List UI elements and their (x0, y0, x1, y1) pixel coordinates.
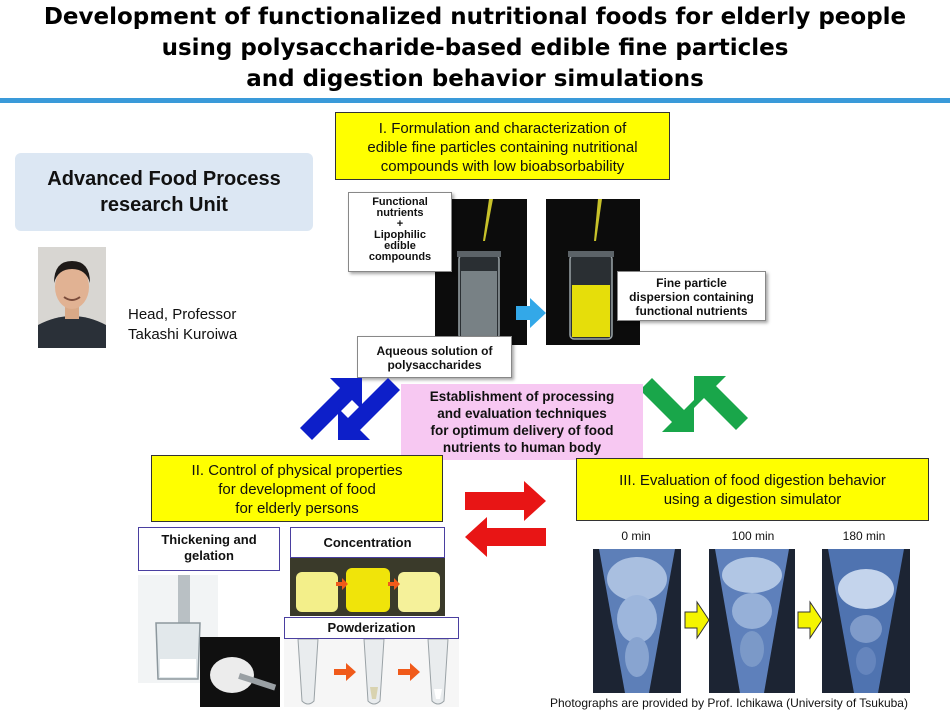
head-name: Takashi Kuroiwa (128, 326, 238, 343)
page-title: Development of functionalized nutritiona… (0, 2, 950, 95)
label-line: Functional (372, 196, 428, 208)
label-line: nutrients (376, 207, 424, 219)
time-label-100: 100 min (731, 529, 775, 543)
thickening-label: Thickening and gelation (138, 527, 280, 571)
cyan-right-arrow (516, 298, 546, 328)
label-line: compounds (368, 251, 432, 263)
label-line: edible (384, 240, 416, 252)
concentration-photo (290, 558, 445, 616)
section-2-box: II. Control of physical properties for d… (151, 455, 443, 522)
blue-arrows-icon (300, 378, 400, 440)
label-line: functional nutrients (635, 304, 748, 318)
label-line: Thickening and (161, 532, 257, 547)
digestion-photo-0 (593, 549, 681, 693)
center-line-2: and evaluation techniques (437, 406, 607, 421)
unit-name-box: Advanced Food Process research Unit (15, 153, 313, 231)
center-line-4: nutrients to human body (442, 440, 602, 455)
title-line-2: using polysaccharide-based edible fine p… (161, 35, 789, 61)
digestion-photo-180 (822, 549, 910, 693)
section-2-line-3: for elderly persons (235, 500, 359, 517)
yellow-arrow-2 (797, 600, 823, 640)
portrait-photo (38, 247, 106, 348)
gel-photo (200, 637, 280, 707)
section-2-line-2: for development of food (218, 481, 376, 498)
green-arrows-icon (640, 376, 748, 432)
time-label-180: 180 min (842, 529, 886, 543)
section-1-box: I. Formulation and characterization of e… (335, 112, 670, 180)
label-line: gelation (184, 548, 234, 563)
section-1-line-1: I. Formulation and characterization of (378, 120, 627, 137)
section-3-line-2: using a digestion simulator (663, 491, 842, 508)
label-line: dispersion containing (629, 290, 754, 304)
photo-credit: Photographs are provided by Prof. Ichika… (550, 696, 908, 710)
head-info: Head, Professor Takashi Kuroiwa (128, 305, 237, 345)
label-line: Lipophilic (374, 229, 426, 241)
section-3-line-1: III. Evaluation of food digestion behavi… (619, 472, 886, 489)
aqueous-solution-label: Aqueous solution of polysaccharides (357, 336, 512, 378)
yellow-arrow-1 (684, 600, 710, 640)
label-line: polysaccharides (387, 358, 482, 372)
central-goal-box: Establishment of processing and evaluati… (401, 384, 643, 460)
label-line: Fine particle (656, 276, 727, 290)
concentration-label: Concentration (290, 527, 445, 558)
unit-name-line-1: Advanced Food Process (47, 168, 281, 190)
center-line-1: Establishment of processing (429, 389, 615, 404)
fine-particle-label: Fine particle dispersion containing func… (617, 271, 766, 321)
section-1-line-2: edible fine particles containing nutriti… (367, 139, 638, 156)
label-line: Aqueous solution of (376, 344, 493, 358)
section-2-line-1: II. Control of physical properties (191, 462, 403, 479)
title-line-3: and digestion behavior simulations (246, 66, 704, 92)
time-label-0: 0 min (621, 529, 651, 543)
section-1-line-3: compounds with low bioabsorbability (380, 158, 625, 175)
powderization-photo (284, 638, 459, 707)
powderization-label: Powderization (284, 617, 459, 639)
red-arrows-icon (465, 481, 546, 557)
title-line-1: Development of functionalized nutritiona… (43, 4, 907, 30)
section-3-box: III. Evaluation of food digestion behavi… (576, 458, 929, 521)
label-line: + (396, 218, 404, 230)
title-divider (0, 98, 950, 103)
functional-nutrients-label: Functional nutrients + Lipophilic edible… (348, 192, 452, 272)
digestion-photo-100 (709, 549, 795, 693)
head-role: Head, Professor (128, 306, 237, 323)
center-line-3: for optimum delivery of food (430, 423, 614, 438)
unit-name-line-2: research Unit (100, 194, 228, 216)
